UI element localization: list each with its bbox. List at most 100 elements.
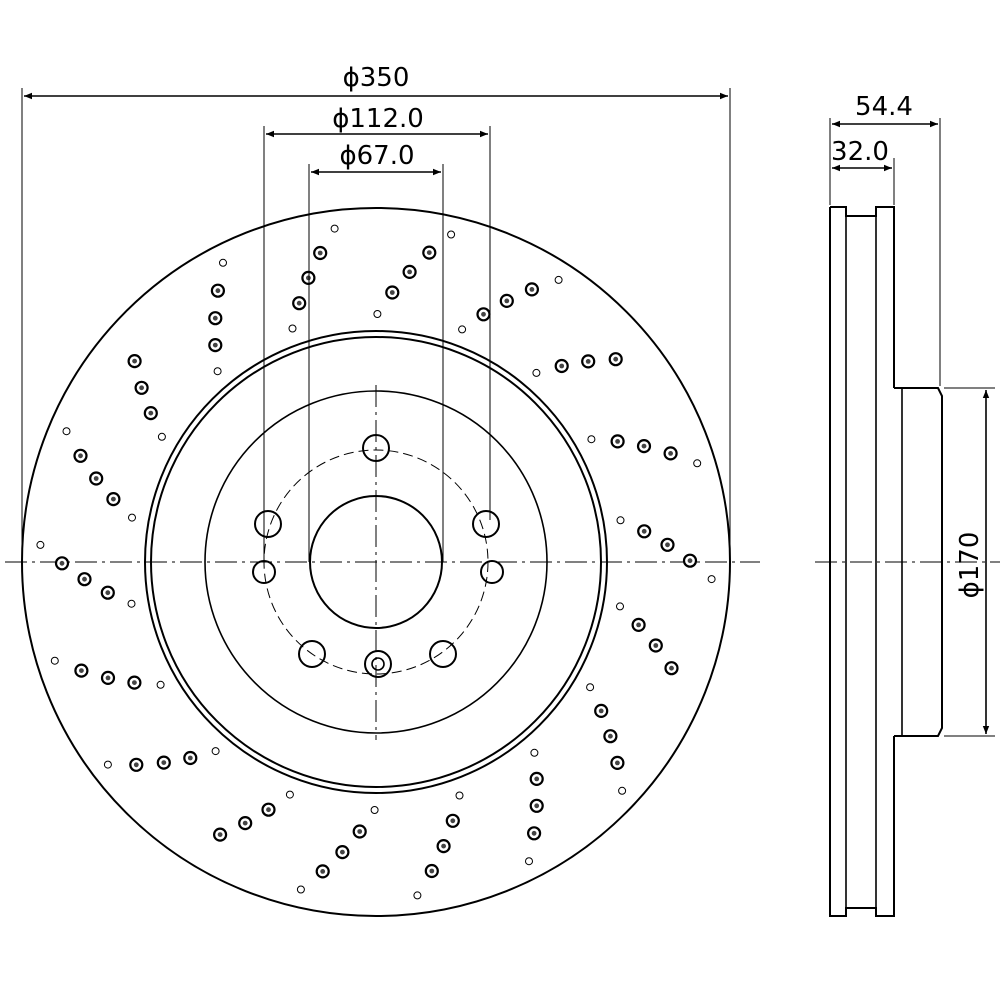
vent-hole-small [330,224,339,233]
locating-screw-hole-inner [371,657,385,671]
vent-hole-small [530,748,539,757]
vent-hole-small [616,602,624,611]
drilled-hole-center [187,755,193,761]
drilled-hole-center [407,269,412,275]
drilled-hole-center [641,443,647,449]
side-view: 54.4 32.0 ϕ170 [815,92,1000,917]
stud-hole [298,640,326,668]
drilled-hole-center [105,590,111,596]
drilled-hole-center [598,708,604,714]
vent-hole-small [413,891,422,900]
stud-hole [472,510,500,538]
dimension-outer-diameter: ϕ350 [21,63,731,562]
locating-screw-hole [364,650,392,678]
front-view: ϕ350 ϕ112.0 ϕ67.0 [5,63,760,917]
vent-hole-small [219,258,227,267]
drilled-hole-center [481,311,486,317]
vent-hole-small [616,516,625,525]
drilled-hole-center [148,410,154,416]
vent-hole-small [586,683,595,692]
vent-hole-small [288,324,297,333]
vent-hole-small [50,656,59,665]
drilled-hole-center [306,275,311,281]
drilled-hole-center [529,287,535,292]
vent-hole-small [213,367,222,376]
drilled-hole-center [389,290,395,295]
drilled-hole-center [615,760,620,766]
vent-hole-small [693,459,702,468]
drilled-hole-center [93,476,99,481]
vent-hole-small [211,747,220,756]
drilled-hole-center [615,439,620,444]
vent-hole-small [156,680,165,689]
vent-hole-small [62,427,71,436]
drilled-hole-center [132,358,138,364]
drilled-hole-center [161,760,167,765]
drilled-hole-center [668,451,673,456]
hat-edge-inner [204,390,548,734]
drilled-hole-center [559,363,565,369]
drilled-hole-center [217,832,223,837]
vent-hole-small [370,806,379,814]
vent-hole-small [458,325,467,334]
drilled-hole-center [79,668,84,673]
drilled-hole-center [212,342,218,348]
drilled-hole-center [636,622,641,628]
drilled-hole-center [242,820,248,826]
drilled-hole-center [450,818,456,824]
drilled-hole-center [78,453,83,459]
vent-hole-small [587,435,596,444]
drilled-hole-center [212,315,218,321]
drilled-hole-center [665,542,670,548]
dimension-center-bore: ϕ67.0 [308,141,444,562]
drilled-hole-center [105,675,111,681]
dimension-overall-height: 54.4 [829,92,941,386]
drilled-hole-center [317,250,323,256]
drilled-hole-center [441,843,446,849]
drilled-hole-center [320,869,326,874]
vent-hole-small [525,857,533,866]
drilled-hole-center [653,643,659,648]
stud-hole [254,510,282,538]
drilled-hole-center [59,560,65,566]
stud-hole [362,434,390,462]
locating-holes [252,560,504,678]
dimension-hat-diameter: ϕ170 [944,387,995,737]
center-bore-label: ϕ67.0 [339,141,414,171]
vent-hole-small [532,368,541,377]
drilled-hole-center [504,298,510,304]
vent-hole-small [103,760,112,769]
drilled-hole-center [669,665,674,671]
drilled-hole-center [585,359,591,364]
inner-ring-edge [144,330,608,794]
drilled-hole-center [132,680,137,685]
drilled-hole-center [340,849,345,855]
vent-hole-small [127,599,136,608]
drilled-hole-center [426,250,432,256]
center-bore [309,495,443,629]
drilled-hole-center [266,807,271,813]
locating-hole [480,560,504,584]
vent-hole-small [455,791,464,800]
stud-hole [429,640,457,668]
vent-hole-small [296,885,305,894]
drilled-hole-center [139,385,145,391]
dimension-disc-thickness: 32.0 [831,137,895,205]
locating-hole [252,560,276,584]
drilled-hole-center [534,803,540,809]
bolt-circle-label: ϕ112.0 [332,104,424,134]
vent-hole-small [618,786,627,795]
vent-hole-small [157,432,166,441]
drilled-hole-center [608,733,613,739]
hat-section [894,387,943,737]
overall-height-label: 54.4 [855,92,913,122]
disc-thickness-label: 32.0 [831,137,889,167]
hat-diameter-label: ϕ170 [955,532,985,599]
outer-diameter-label: ϕ350 [343,63,410,93]
drilled-hole-center [133,762,139,768]
drilled-hole-center [534,776,540,782]
vent-hole-small [554,275,563,284]
drilled-hole-center [531,830,537,836]
drilled-hole-center [82,576,87,582]
